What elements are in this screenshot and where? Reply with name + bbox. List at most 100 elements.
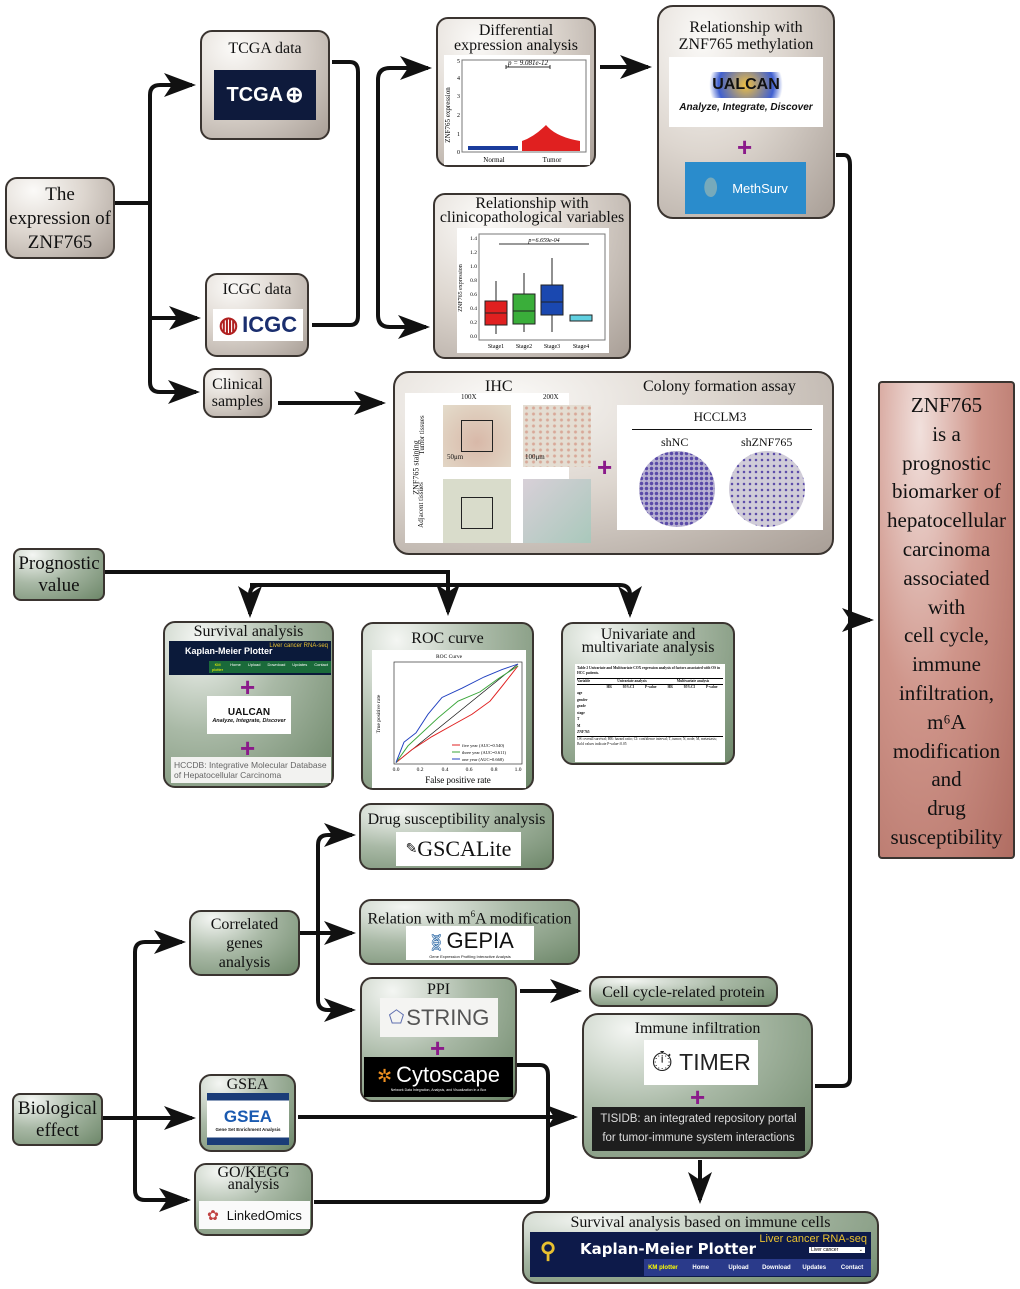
biological-box: Biological effect bbox=[12, 1093, 103, 1146]
conclusion-line: carcinoma bbox=[902, 536, 991, 561]
root-title: The expression of ZNF765 bbox=[9, 184, 111, 253]
x-label: Stage1 bbox=[488, 344, 504, 350]
icgc-globe-icon: ◍ bbox=[218, 312, 239, 337]
ualcan-logo: UALCAN Analyze, Integrate, Discover bbox=[207, 696, 291, 734]
ihc-title: IHC bbox=[485, 378, 513, 395]
x-tick: 0.8 bbox=[491, 767, 498, 773]
conclusion-line: cell cycle, bbox=[903, 623, 990, 648]
tumor-points bbox=[522, 125, 580, 151]
ihc-colony-box: IHC Colony formation assay 100X 200X ZNF… bbox=[393, 371, 834, 555]
y-tick: 0.8 bbox=[470, 278, 477, 284]
tcga-box: TCGA data TCGA⊕ bbox=[200, 30, 330, 140]
roc-box: ROC curve ROC Curve five year (AUC=0.540… bbox=[361, 622, 534, 790]
cox-row: gender bbox=[577, 697, 588, 702]
km-nav-item: Upload bbox=[247, 662, 261, 667]
x-axis-label: False positive rate bbox=[425, 775, 490, 785]
plus-icon: + bbox=[597, 452, 613, 482]
cox-subheader: HR bbox=[667, 685, 673, 689]
ihc-col-200x: 200X bbox=[543, 393, 559, 401]
cellcycle-box: Cell cycle-related protein bbox=[589, 976, 778, 1007]
y-tick: 0 bbox=[457, 150, 460, 156]
y-tick: 0.4 bbox=[470, 306, 477, 312]
methylation-title-2: ZNF765 methylation bbox=[678, 36, 814, 53]
km-nav-item: Download bbox=[267, 662, 286, 667]
y-tick: 0.2 bbox=[470, 320, 477, 326]
x-label: Stage2 bbox=[516, 344, 532, 350]
x-tick: 0.4 bbox=[442, 767, 449, 773]
roc-curve-five-year bbox=[395, 665, 519, 763]
y-tick: 1.2 bbox=[470, 250, 477, 256]
roc-curve-three-year bbox=[395, 665, 519, 763]
tcga-logo: TCGA⊕ bbox=[214, 70, 316, 120]
y-tick: 0.0 bbox=[470, 334, 477, 340]
ihc-adjacent-200x bbox=[523, 479, 591, 543]
gsea-title: GSEA bbox=[226, 1076, 269, 1093]
ualcan-logo: UALCAN Analyze, Integrate, Discover bbox=[669, 57, 823, 127]
methsurv-emblem-icon: ⬮ bbox=[703, 174, 719, 201]
plus-icon: + bbox=[690, 1082, 706, 1112]
cox-subheader: 95%CI bbox=[683, 685, 695, 689]
gokegg-title-2: analysis bbox=[227, 1176, 280, 1193]
y-tick: 1 bbox=[457, 132, 460, 138]
conclusion-line: modification bbox=[892, 738, 1001, 763]
drug-box: Drug susceptibility analysis ✎GSCALite bbox=[359, 803, 554, 870]
scale-bar-50um: 50μm bbox=[447, 453, 464, 461]
cox-subheader: P-value bbox=[705, 685, 718, 689]
icgc-box: ICGC data ◍ICGC bbox=[205, 273, 309, 357]
ihc-row-tumor: Tumor tissues bbox=[418, 415, 426, 455]
cox-row: T bbox=[577, 717, 580, 721]
km-nav-item[interactable]: Contact bbox=[840, 1264, 864, 1271]
methylation-title-1: Relationship with bbox=[689, 19, 803, 36]
plus-icon: + bbox=[737, 132, 753, 162]
cox-row: stage bbox=[577, 710, 585, 715]
connector-corr-drug bbox=[316, 823, 356, 933]
y-axis-label: ZNF765 expression bbox=[444, 87, 452, 143]
clinico-title-1: Relationship with bbox=[475, 195, 589, 212]
km-nav-item[interactable]: Upload bbox=[728, 1264, 749, 1271]
x-tick: 0.2 bbox=[417, 767, 424, 773]
timer-logo: ⏱︎TIMER bbox=[644, 1040, 758, 1085]
linkedomics-logo: ✿LinkedOmics bbox=[199, 1201, 310, 1229]
dna-icon: 🧬︎ bbox=[426, 934, 447, 952]
y-axis-label: True positive rate bbox=[376, 694, 382, 733]
cox-header: Variable bbox=[577, 679, 591, 683]
km-nav-item[interactable]: Home bbox=[692, 1264, 710, 1271]
km-nav-item[interactable]: Download bbox=[762, 1264, 791, 1271]
ihc-tumor-100x: 50μm bbox=[443, 405, 511, 467]
roc-curve-one-year bbox=[395, 663, 519, 763]
icgc-logo: ◍ICGC bbox=[213, 309, 303, 341]
conclusion-line: and bbox=[931, 767, 962, 792]
gscalite-logo: ✎GSCALite bbox=[396, 832, 521, 866]
colony-dish-shnc bbox=[639, 451, 715, 527]
cox-subheader: P-value bbox=[644, 685, 657, 689]
conclusion-line: susceptibility bbox=[890, 824, 1003, 849]
legend-five-year: five year (AUC=0.540) bbox=[462, 743, 505, 748]
y-tick: 3 bbox=[457, 94, 460, 100]
km-nav-item[interactable]: Updates bbox=[802, 1264, 827, 1271]
cancer-type-select[interactable]: Liver cancer⌄ bbox=[809, 1247, 865, 1253]
legend-one-year: one year (AUC=0.668) bbox=[462, 757, 504, 762]
legend-three-year: three year (AUC=0.611) bbox=[462, 750, 506, 755]
conclusion-line: infiltration, bbox=[898, 680, 995, 705]
connector-root-icgc bbox=[148, 203, 201, 330]
km-nav-item[interactable]: KM plotter bbox=[648, 1264, 678, 1271]
stopwatch-icon: ⏱︎ bbox=[651, 1046, 674, 1077]
roc-plot-title: ROC Curve bbox=[436, 654, 463, 660]
connector-root-tcga bbox=[148, 73, 196, 203]
survival-immune-box: Survival analysis based on immune cells … bbox=[522, 1211, 879, 1284]
chevron-down-icon: ⌄ bbox=[858, 1247, 863, 1253]
x-tick: 0.6 bbox=[466, 767, 473, 773]
connector-cyto-gokegg bbox=[314, 1063, 550, 1204]
cox-row: M bbox=[577, 723, 581, 728]
x-label: Stage3 bbox=[544, 344, 560, 350]
immune-box: Immune infiltration ⏱︎TIMER + TISIDB: an… bbox=[582, 1013, 813, 1159]
conclusion-line: biomarker of bbox=[891, 479, 1002, 504]
p-value: p=6.659e-04 bbox=[527, 237, 559, 244]
ihc-adjacent-100x bbox=[443, 479, 511, 543]
x-tick: 0.0 bbox=[393, 767, 400, 773]
km-nav-item: KM plotter bbox=[212, 662, 224, 672]
differential-title-2: expression analysis bbox=[454, 37, 578, 54]
